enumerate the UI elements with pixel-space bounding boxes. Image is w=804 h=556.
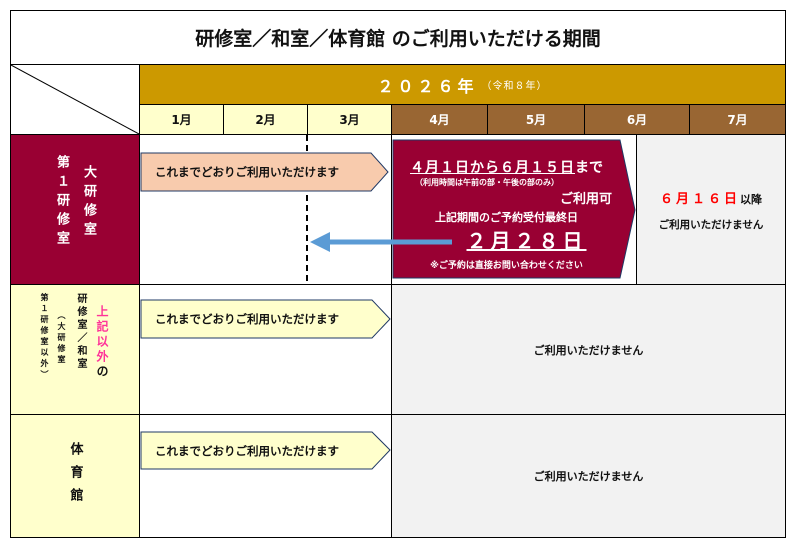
arrow-shape-3 xyxy=(140,431,391,470)
notice-available: ご利用可 xyxy=(559,192,612,207)
arrow-label-1: これまでどおりご利用いただけます xyxy=(155,165,339,179)
arrow-shape-2 xyxy=(140,299,391,339)
diagonal-line xyxy=(11,65,139,134)
after-date: ６月１６日 xyxy=(659,191,740,207)
gym-label: 体育館 xyxy=(67,441,83,511)
row-header-other-rooms: 上記以外の 研修室／和室 （大研修室 第１研修室以外） xyxy=(10,284,140,415)
room1-label: 第１研修室 xyxy=(54,155,69,250)
deadline-date: ２月２８日 xyxy=(466,229,587,253)
others-exclusion-2: 第１研修室以外） xyxy=(40,293,49,381)
arrow-label-2: これまでどおりご利用いただけます xyxy=(155,312,339,326)
back-arrow-head xyxy=(310,232,330,252)
main-hall-label: 大研修室 xyxy=(81,165,96,241)
row1-after-cell: ６月１６日以降 ご利用いただけません xyxy=(636,134,786,285)
notice-shape xyxy=(392,139,636,279)
arrow-shape-1 xyxy=(140,152,389,192)
year-label: ２０２６年 xyxy=(377,76,478,96)
era-label: （令和８年） xyxy=(481,81,548,92)
row2-unavailable: ご利用いただけません xyxy=(391,284,786,415)
arrow-label-3: これまでどおりご利用いただけます xyxy=(155,443,339,458)
after-suffix: 以降 xyxy=(740,192,762,206)
month-1: 1月 xyxy=(139,104,224,135)
notice-note: （利用時間は午前の部・午後の部のみ） xyxy=(415,178,559,187)
others-label-highlight: 上記以外 xyxy=(95,305,109,365)
month-7: 7月 xyxy=(689,104,786,135)
others-label-suffix: の xyxy=(95,365,109,380)
others-exclusion-1: （大研修室 xyxy=(57,311,66,366)
row3-unavailable: ご利用いただけません xyxy=(391,414,786,538)
notice-period-suffix: まで xyxy=(575,160,603,176)
after-unavailable: ご利用いただけません xyxy=(658,218,764,231)
year-header: ２０２６年（令和８年） xyxy=(139,64,786,105)
row-header-main-hall: 大研修室 第１研修室 xyxy=(10,134,140,285)
month-6: 6月 xyxy=(584,104,690,135)
deadline-label: 上記期間のご予約受付最終日 xyxy=(435,211,578,224)
others-rooms-label: 研修室／和室 xyxy=(75,293,86,371)
notice-period: ４月１日から６月１５日 xyxy=(410,160,575,176)
notice-box: ４月１日から６月１５日まで （利用時間は午前の部・午後の部のみ） ご利用可 上記… xyxy=(393,140,620,278)
month-3: 3月 xyxy=(307,104,392,135)
row-header-gym: 体育館 xyxy=(10,414,140,538)
contact-note: ※ご予約は直接お問い合わせください xyxy=(430,261,583,271)
month-5: 5月 xyxy=(487,104,585,135)
